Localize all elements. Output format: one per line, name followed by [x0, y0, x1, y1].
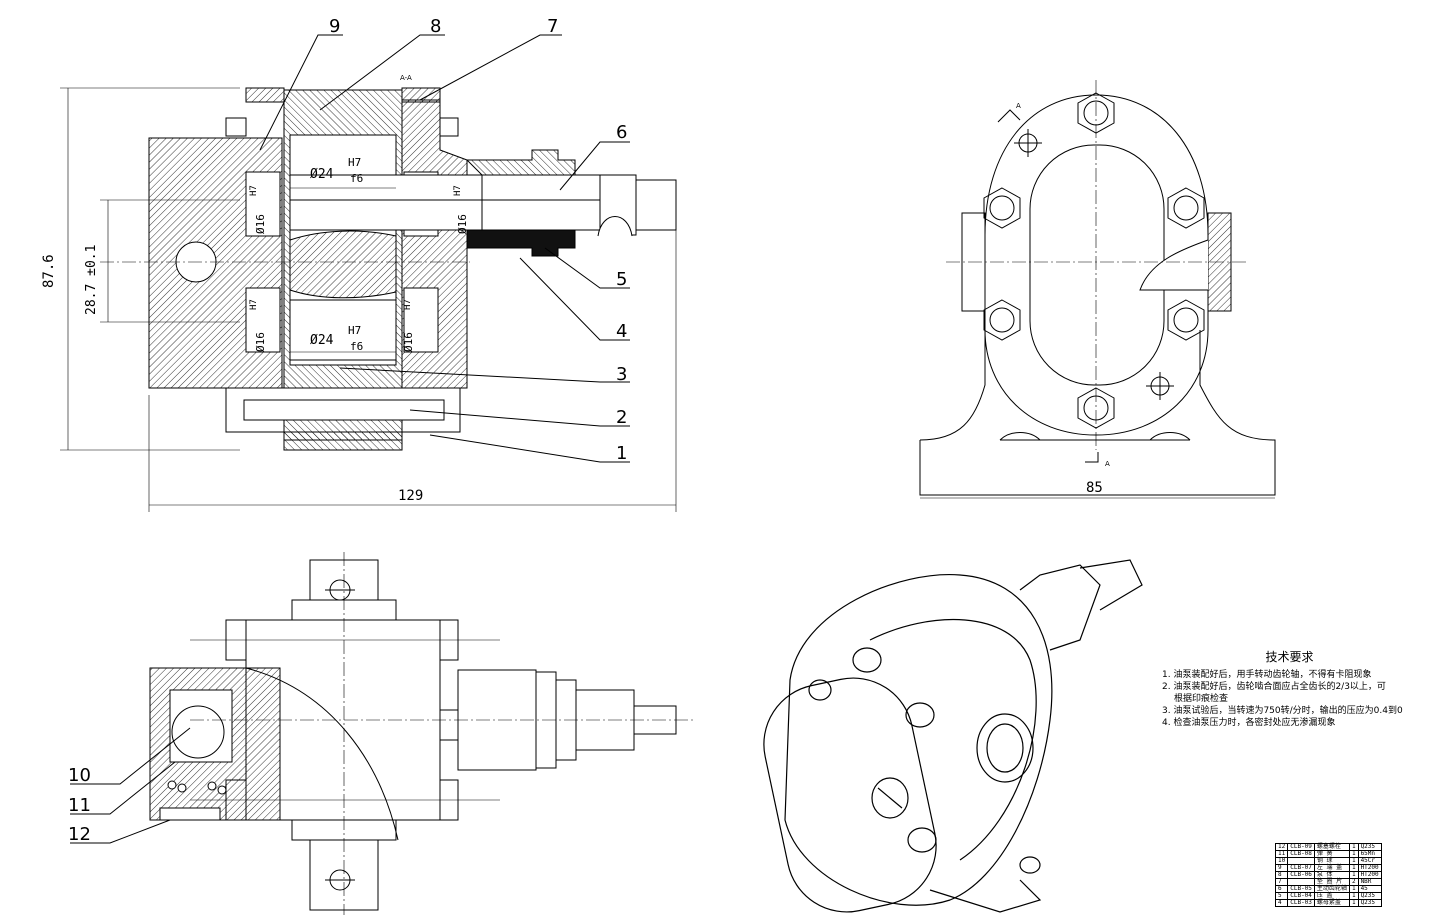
- bom-cell: Q235: [1357, 899, 1382, 907]
- tech-requirement-2: 2. 油泵装配好后，齿轮啮合面应占全齿长的2/3以上，可: [1162, 682, 1386, 692]
- hex-bolt-icon: [1077, 92, 1115, 134]
- section-mark-a-bottom: A: [1105, 460, 1110, 468]
- dim-bore-dia-2: Ø16: [456, 214, 469, 234]
- dim-center-distance: 28.7 ±0.1: [84, 245, 99, 315]
- tech-requirements-title: 技术要求: [1265, 650, 1314, 664]
- dim-fit-side-1: H7: [249, 185, 259, 196]
- section-view: [60, 34, 677, 512]
- dim-fit-side-3: H7: [249, 299, 259, 310]
- hex-bolt-icon: [1167, 187, 1205, 229]
- top-view: [70, 552, 696, 915]
- dim-shaft-dia-lower: Ø24: [310, 333, 334, 348]
- bom-cell: CLB-08: [1287, 850, 1315, 858]
- dim-fit-lower-h7: H7: [348, 324, 361, 337]
- part-label-2: 2: [616, 407, 627, 428]
- part-label-5: 5: [616, 269, 627, 290]
- bom-cell: 1: [1348, 899, 1359, 907]
- tech-requirement-1: 1. 油泵装配好后，用手转动齿轮轴，不得有卡阻现象: [1162, 670, 1372, 680]
- side-view: [919, 80, 1276, 499]
- part-labels: 9 8 7 6 5 4 3 2 1 10 11 12 A-A A A: [68, 16, 1110, 845]
- dim-fit-side-4: H7: [403, 299, 413, 310]
- part-label-9: 9: [329, 16, 340, 37]
- dimension-texts: 87.6 28.7 ±0.1 129 85 Ø24 H7 f6 Ø24 H7 f…: [41, 156, 1103, 504]
- tech-requirements: 技术要求 1. 油泵装配好后，用手转动齿轮轴，不得有卡阻现象 2. 油泵装配好后…: [1162, 648, 1447, 729]
- part-label-12: 12: [68, 824, 91, 845]
- dim-fit-upper-f6: f6: [350, 172, 363, 185]
- tech-requirement-4: 4. 检查油泵压力时，各密封处应无渗漏现象: [1162, 718, 1336, 728]
- part-label-7: 7: [547, 16, 558, 37]
- bom-cell: CLB-06: [1287, 871, 1315, 879]
- dim-overall-height: 87.6: [41, 254, 57, 288]
- hex-bolt-icon: [1077, 387, 1115, 429]
- tech-requirement-3: 3. 油泵试验后，当转速为750转/分时，输出的压应为0.4到0: [1162, 706, 1403, 716]
- part-label-11: 11: [68, 795, 91, 816]
- dim-fit-lower-f6: f6: [350, 340, 363, 353]
- dim-fit-side-2: H7: [453, 185, 463, 196]
- dim-side-width: 85: [1086, 480, 1103, 496]
- bom-cell: 4: [1274, 899, 1289, 907]
- part-label-6: 6: [616, 122, 627, 143]
- hex-bolt-icon: [983, 299, 1021, 341]
- dim-bore-dia-4: Ø16: [402, 332, 415, 352]
- dim-bore-dia-1: Ø16: [254, 214, 267, 234]
- part-label-3: 3: [616, 364, 627, 385]
- hex-bolt-icon: [983, 187, 1021, 229]
- dim-bore-dia-3: Ø16: [254, 332, 267, 352]
- isometric-view: [763, 559, 1143, 913]
- tech-requirement-2-cont: 根据印痕检查: [1174, 694, 1229, 704]
- dim-overall-width: 129: [398, 488, 423, 504]
- dim-fit-upper-h7: H7: [348, 156, 361, 169]
- section-mark-aa: A-A: [400, 74, 412, 82]
- part-label-4: 4: [616, 321, 627, 342]
- part-label-10: 10: [68, 765, 91, 786]
- bom-cell: 螺母紧盖: [1313, 899, 1350, 907]
- part-label-1: 1: [616, 443, 627, 464]
- bom-cell: CLB-03: [1287, 899, 1315, 907]
- hex-bolt-icon: [1167, 299, 1205, 341]
- dim-shaft-dia-upper: Ø24: [310, 167, 334, 182]
- part-label-8: 8: [430, 16, 441, 37]
- section-mark-a-top: A: [1016, 102, 1021, 110]
